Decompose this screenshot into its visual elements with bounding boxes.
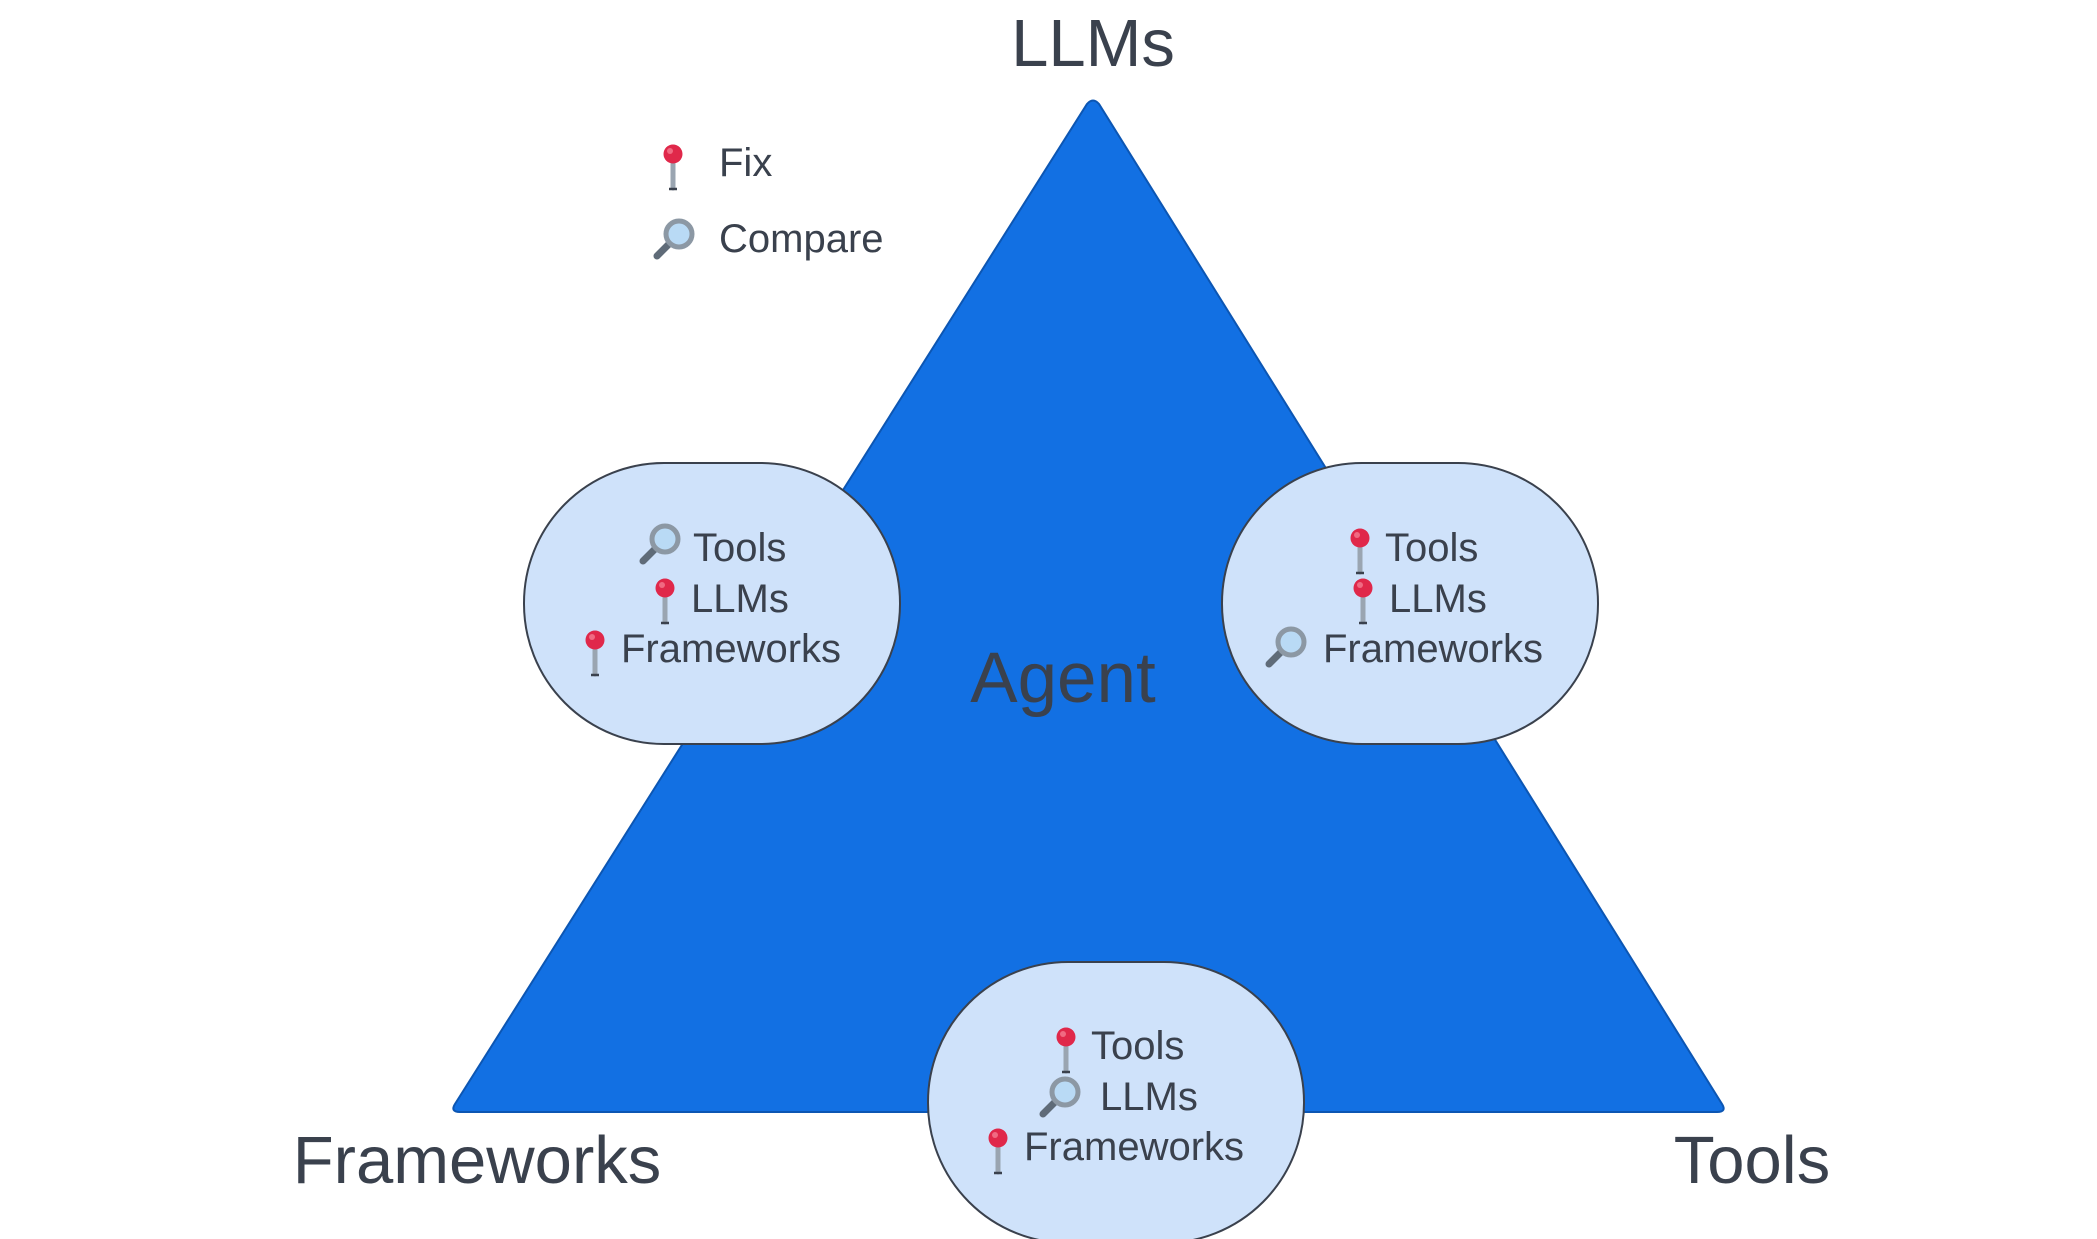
legend-pin-icon bbox=[664, 145, 683, 190]
legend: Fix Compare bbox=[657, 141, 884, 261]
corner-label-tools: Tools bbox=[1674, 1123, 1830, 1198]
legend-compare-label: Compare bbox=[719, 217, 884, 261]
bubble-left-item-tools: Tools bbox=[693, 526, 786, 570]
bubble-right-item-frameworks: Frameworks bbox=[1323, 627, 1543, 671]
bubble-bottom-item-llms: LLMs bbox=[1100, 1075, 1198, 1119]
bubble-bottom-shape bbox=[927, 961, 1305, 1239]
corner-label-frameworks: Frameworks bbox=[293, 1123, 662, 1198]
bubble-left-item-frameworks: Frameworks bbox=[621, 627, 841, 671]
legend-fix-label: Fix bbox=[719, 141, 772, 185]
legend-magnifier-icon bbox=[657, 221, 692, 256]
bubble-right-shape bbox=[1221, 462, 1599, 745]
bubble-left-shape bbox=[523, 462, 901, 745]
bubble-bottom: Tools LLMs Frameworks bbox=[927, 961, 1305, 1239]
corner-label-llms: LLMs bbox=[1011, 6, 1175, 81]
bubble-bottom-item-tools: Tools bbox=[1091, 1024, 1184, 1068]
bubble-right-item-tools: Tools bbox=[1385, 526, 1478, 570]
bubble-right-item-llms: LLMs bbox=[1389, 577, 1487, 621]
center-label-agent: Agent bbox=[970, 639, 1156, 718]
bubble-bottom-item-frameworks: Frameworks bbox=[1024, 1125, 1244, 1169]
bubble-left-item-llms: LLMs bbox=[691, 577, 789, 621]
bubble-left: Tools LLMs Frameworks bbox=[523, 462, 901, 745]
bubble-right: Tools LLMs Frameworks bbox=[1221, 462, 1599, 745]
agent-triangle bbox=[452, 99, 1725, 1113]
